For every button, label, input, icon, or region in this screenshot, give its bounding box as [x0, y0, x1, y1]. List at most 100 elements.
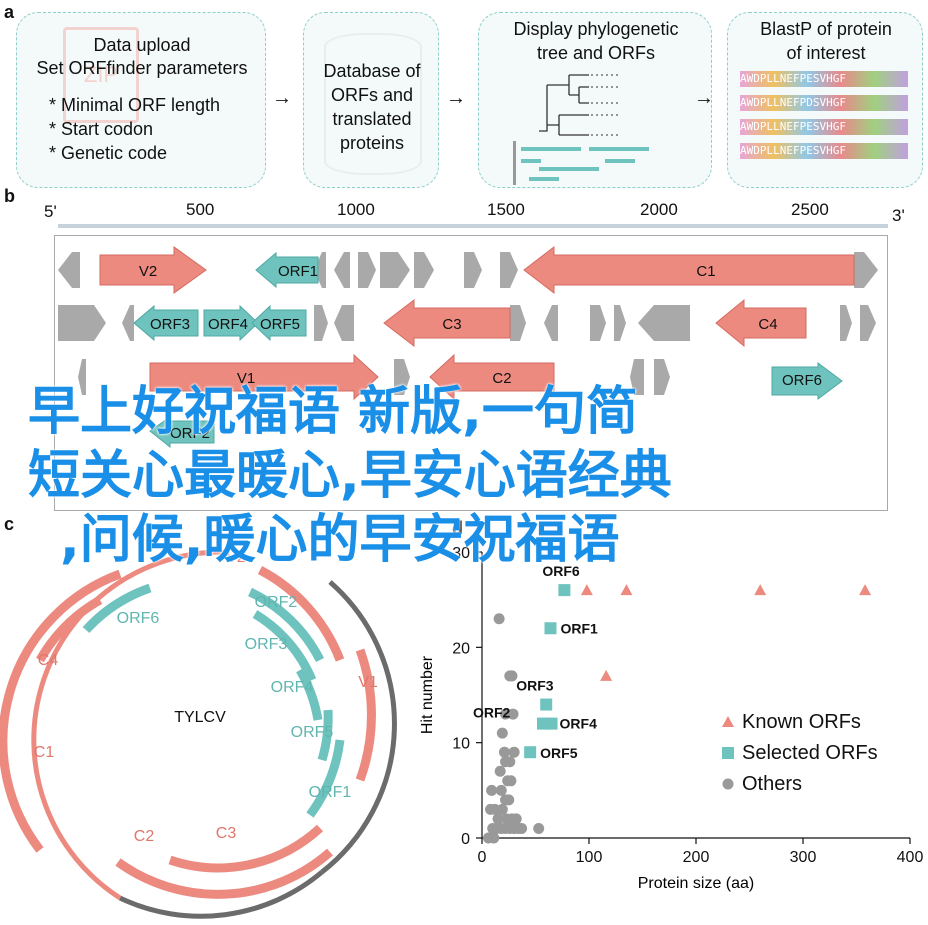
step2-line: proteins: [339, 133, 405, 153]
panel-label-a: a: [4, 2, 15, 22]
orf-map-frame: [54, 235, 888, 511]
known-orfs-point: [600, 669, 613, 681]
c3-arc: [168, 824, 324, 873]
panel-label-d: d: [452, 518, 463, 538]
v1-arc: [355, 648, 376, 782]
step1-bullet: * Minimal ORF length: [49, 95, 221, 115]
step2-line: Database of: [323, 61, 421, 81]
gene-arrow-orf5: [251, 304, 307, 342]
panel-label-b: b: [4, 186, 15, 206]
others-point: [496, 727, 508, 739]
database-icon: [324, 33, 422, 175]
orf1-arc: [306, 739, 345, 818]
others-point: [494, 765, 506, 777]
point-label: ORF6: [542, 563, 580, 579]
grey-orf-arrows: [58, 252, 878, 395]
circ-label-c3: C3: [216, 825, 237, 842]
v2-arc: [257, 566, 345, 662]
gene-arrow-v1: [149, 353, 379, 401]
selected-orfs-point: [544, 622, 557, 635]
flow-arrow-icon: →: [694, 87, 714, 109]
circ-label-orf4: ORF4: [271, 679, 314, 696]
gene-arrow-orf4: [203, 304, 259, 342]
sequence-row: AWDPLLNEFPESVHGF: [740, 143, 908, 159]
axis-tick-label: 2000: [640, 200, 678, 219]
orf5-arc: [317, 709, 333, 762]
sequence-alignment: AWDPLLNEFPESVHGF AWDPLLNEFPDSVHGF AWDPLL…: [740, 71, 908, 159]
point-label: ORF1: [560, 620, 598, 636]
axis-tick-label: 1000: [337, 200, 375, 219]
others-point: [486, 784, 498, 796]
panel-label-c: c: [4, 514, 15, 534]
others-point: [505, 775, 517, 787]
x-axis-label: Protein size (aa): [638, 875, 755, 892]
y-tick-label: 20: [452, 640, 470, 657]
others-point: [506, 670, 518, 682]
genome-ring-salmon: [31, 549, 227, 901]
orf-map: V2 ORF1 C1 ORF3 ORF4 ORF5 C3 C4 V1 C2 OR…: [58, 245, 878, 449]
step3-line: Display phylogenetic: [513, 19, 679, 39]
gene-label-orf4: ORF4: [208, 316, 248, 333]
step2-line: translated: [332, 109, 412, 129]
others-point: [507, 708, 519, 720]
gene-arrow-c2: [429, 353, 555, 401]
gene-label-c2: C2: [492, 370, 511, 387]
legend-marker: [722, 716, 734, 727]
step4-line: of interest: [786, 43, 866, 63]
legend-label: Known ORFs: [742, 711, 861, 733]
selected-orfs-point: [540, 698, 553, 711]
axis-tick-label: 500: [186, 200, 215, 219]
zip-file-icon: ZIP: [63, 27, 139, 123]
step4-line: BlastP of protein: [760, 19, 892, 39]
gene-label-v2: V2: [139, 263, 157, 280]
point-label: ORF2: [473, 705, 511, 721]
point-label: ORF4: [560, 716, 598, 732]
gene-label-c3: C3: [442, 316, 461, 333]
gene-arrow-v2: [99, 246, 207, 294]
gene-arrow-c3: [383, 298, 511, 348]
step-blastp-box: BlastP of protein of interest AWDPLLNEFP…: [727, 12, 923, 188]
gene-label-orf3: ORF3: [150, 316, 190, 333]
others-point: [504, 756, 516, 768]
c1-arc: [0, 569, 122, 853]
step-database-box: Database of ORFs and translated proteins: [303, 12, 439, 188]
orf6-arc: [82, 583, 152, 634]
chart-axes: [476, 551, 911, 844]
c2-arc: [115, 848, 333, 899]
step-phylogenetic-box: Display phylogenetic tree and ORFs: [478, 12, 712, 188]
gene-label-c4: C4: [758, 316, 777, 333]
three-prime-end: 3': [892, 206, 905, 225]
known-orfs-point: [859, 584, 872, 596]
others-point: [533, 822, 545, 834]
x-tick-label: 400: [897, 849, 924, 866]
circ-label-c1: C1: [34, 744, 55, 761]
genome-ring-grey: [320, 580, 397, 874]
step1-bullet: * Genetic code: [49, 143, 168, 163]
selected-orfs-point: [558, 584, 571, 597]
circular-genome-map: TYLCV ORF6 C4 C1 C2 C3 ORF2 ORF3 ORF4 OR…: [0, 549, 397, 919]
x-tick-label: 100: [576, 849, 603, 866]
overlay-headline-line2: 短关心最暖心,早安心语经典: [28, 446, 672, 506]
step2-line: ORFs and: [330, 85, 414, 105]
gene-label-c1: C1: [696, 263, 715, 280]
circ-label-v2: V2: [226, 549, 246, 566]
overlay-headline-line1: 早上好祝福语 新版,一句简: [28, 382, 638, 442]
gene-label-orf6: ORF6: [782, 372, 822, 389]
x-tick-label: 0: [478, 849, 487, 866]
legend-marker: [722, 778, 734, 790]
step1-subtitle: Set ORFfinder parameters: [36, 58, 248, 78]
gene-arrow-orf1: [255, 251, 319, 289]
circ-label-orf6: ORF6: [117, 610, 160, 627]
axis-tick-label: 1500: [487, 200, 525, 219]
overlay-headline-line3: ,问候,暖心的早安祝福语: [60, 510, 620, 570]
known-orfs-point: [754, 584, 767, 596]
others-point: [516, 822, 528, 834]
circ-label-orf3: ORF3: [245, 636, 288, 653]
y-tick-label: 30: [452, 545, 470, 562]
others-point: [492, 813, 504, 825]
x-tick-label: 200: [683, 849, 710, 866]
gene-label-v1: V1: [237, 370, 255, 387]
c4-arc: [36, 596, 103, 663]
sequence-row: AWDPLLNEFPESVHGF: [740, 119, 908, 135]
